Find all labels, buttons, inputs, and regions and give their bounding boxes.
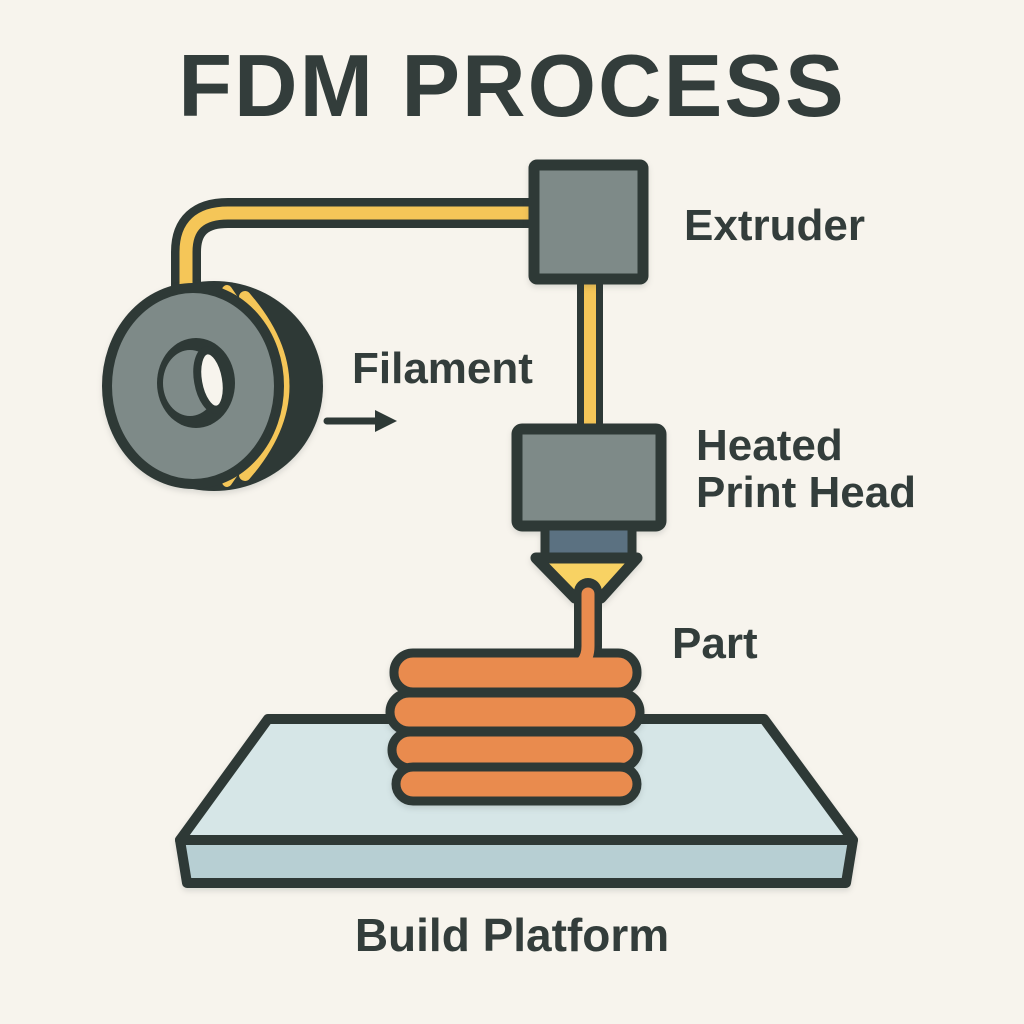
heated-print-head-label-line1: Heated <box>696 421 843 470</box>
part-layer-4 <box>391 762 642 806</box>
part-label: Part <box>672 619 758 668</box>
arrow-head <box>375 410 397 432</box>
platform-front-face <box>175 835 858 888</box>
extruder-block <box>528 159 649 285</box>
filament-spool-icon <box>102 281 323 491</box>
molten-stream-core <box>549 587 595 675</box>
print-head-body <box>511 423 667 532</box>
spool-hub-hole <box>193 346 231 414</box>
filament-label: Filament <box>352 344 533 393</box>
filament-direction-arrow-icon <box>323 410 397 432</box>
page-title: FDM PROCESS <box>178 36 845 135</box>
extruder-label: Extruder <box>684 201 865 250</box>
printed-part <box>385 648 645 806</box>
part-layer-1 <box>389 648 642 697</box>
part-layer-2 <box>385 688 645 736</box>
filament-tube <box>171 198 560 340</box>
filament-tube-core <box>179 206 560 340</box>
heated-print-head-label-line2: Print Head <box>696 468 916 517</box>
build-platform-label: Build Platform <box>355 909 669 961</box>
